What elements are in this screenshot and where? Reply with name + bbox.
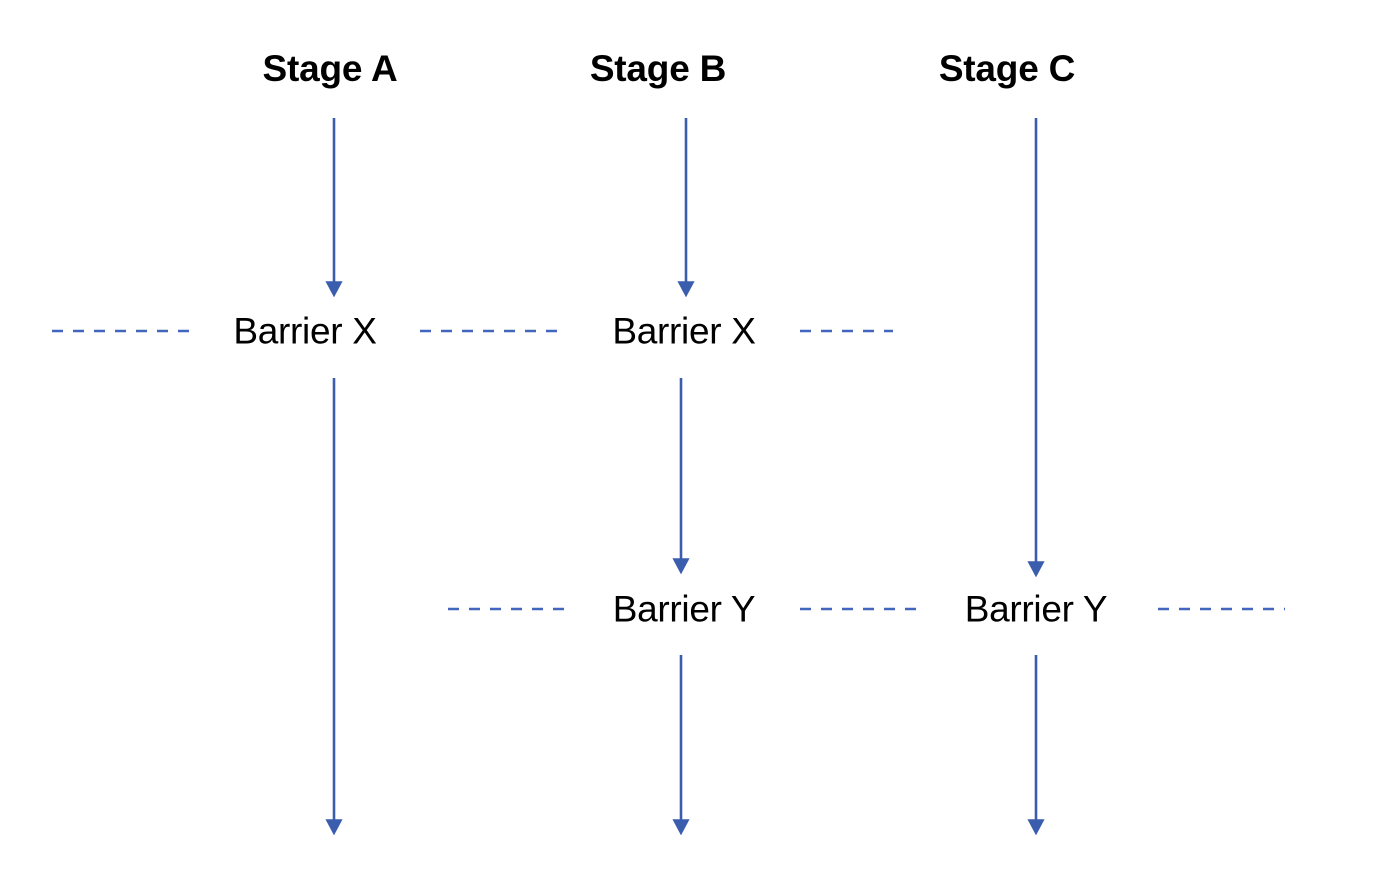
barrier-node-barrier-x-a: Barrier X [223,312,387,350]
dashed-connectors-group [52,329,1285,611]
arrows-group [325,118,1045,836]
barrier-node-barrier-x-b: Barrier X [602,312,766,350]
barrier-node-barrier-y-c: Barrier Y [954,590,1118,628]
stage-heading-stage-a: Stage A [262,48,398,89]
stage-heading-stage-b: Stage B [589,48,727,89]
stage-heading-stage-c: Stage C [938,48,1076,89]
barrier-node-barrier-y-b: Barrier Y [602,590,766,628]
